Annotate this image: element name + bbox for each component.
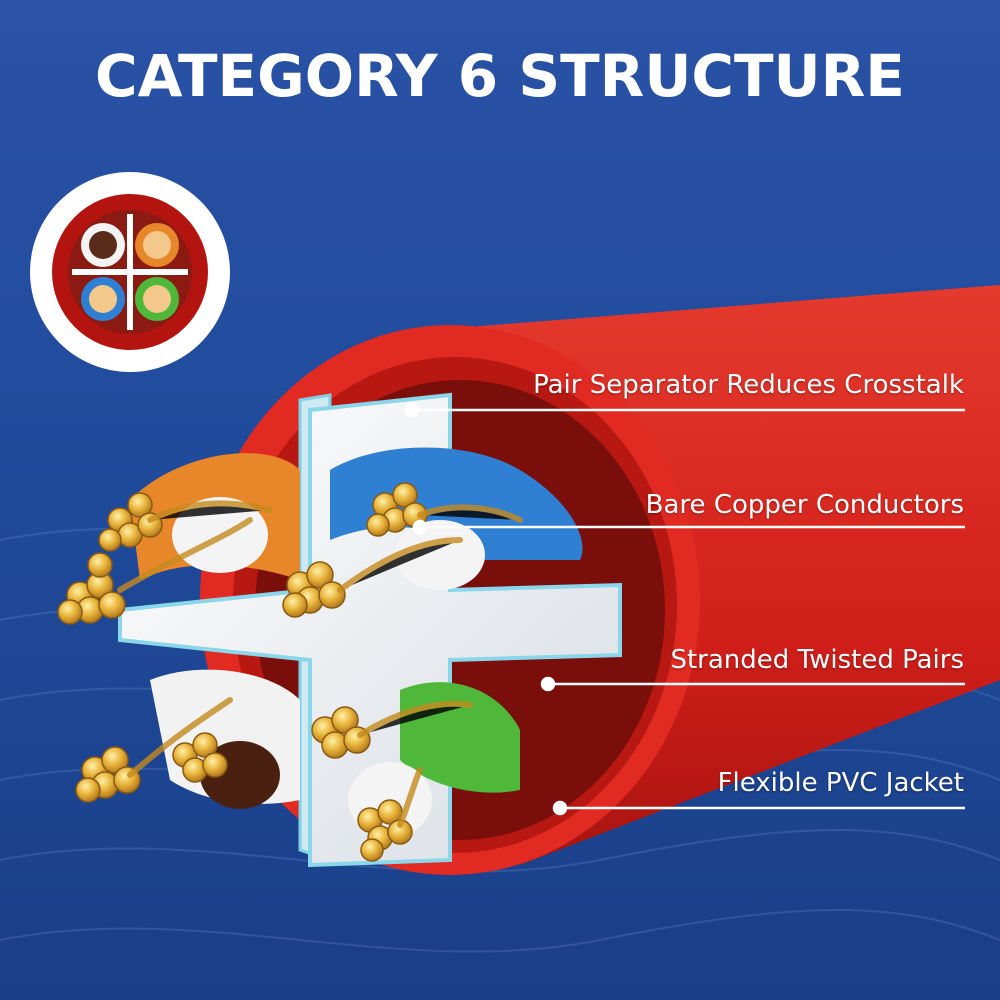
callout-leaders: [404, 402, 965, 816]
callout-pair-separator: Pair Separator Reduces Crosstalk: [533, 370, 964, 400]
callout-copper-conductors: Bare Copper Conductors: [645, 490, 964, 520]
callout-pvc-jacket: Flexible PVC Jacket: [717, 768, 964, 798]
copper-strands: [117, 500, 523, 828]
cross-section-inset: [30, 172, 230, 372]
callout-twisted-pairs: Stranded Twisted Pairs: [670, 645, 964, 675]
page-title: CATEGORY 6 STRUCTURE: [95, 42, 905, 110]
